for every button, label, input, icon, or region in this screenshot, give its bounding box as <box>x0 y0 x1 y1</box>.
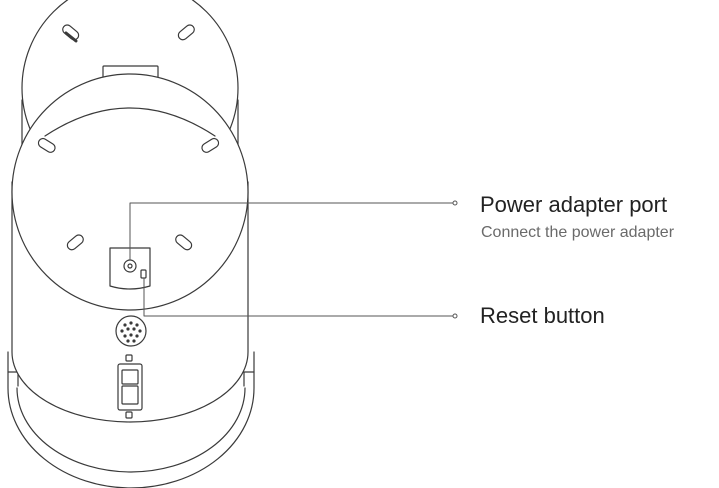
lock-switch <box>117 354 143 419</box>
power-adapter-port-label: Power adapter port <box>480 192 668 217</box>
power-adapter-port-description: Connect the power adapter <box>481 224 675 241</box>
device-lower-lid <box>11 73 249 311</box>
power-port-housing <box>109 247 151 290</box>
power-port-leader <box>129 202 454 261</box>
speaker-grille <box>115 315 147 347</box>
reset-button-leader-dot <box>452 313 458 319</box>
reset-button-label: Reset button <box>480 303 605 328</box>
leader-lines <box>129 200 458 319</box>
reset-button-leader <box>143 277 454 317</box>
power-port-leader-dot <box>452 200 458 206</box>
